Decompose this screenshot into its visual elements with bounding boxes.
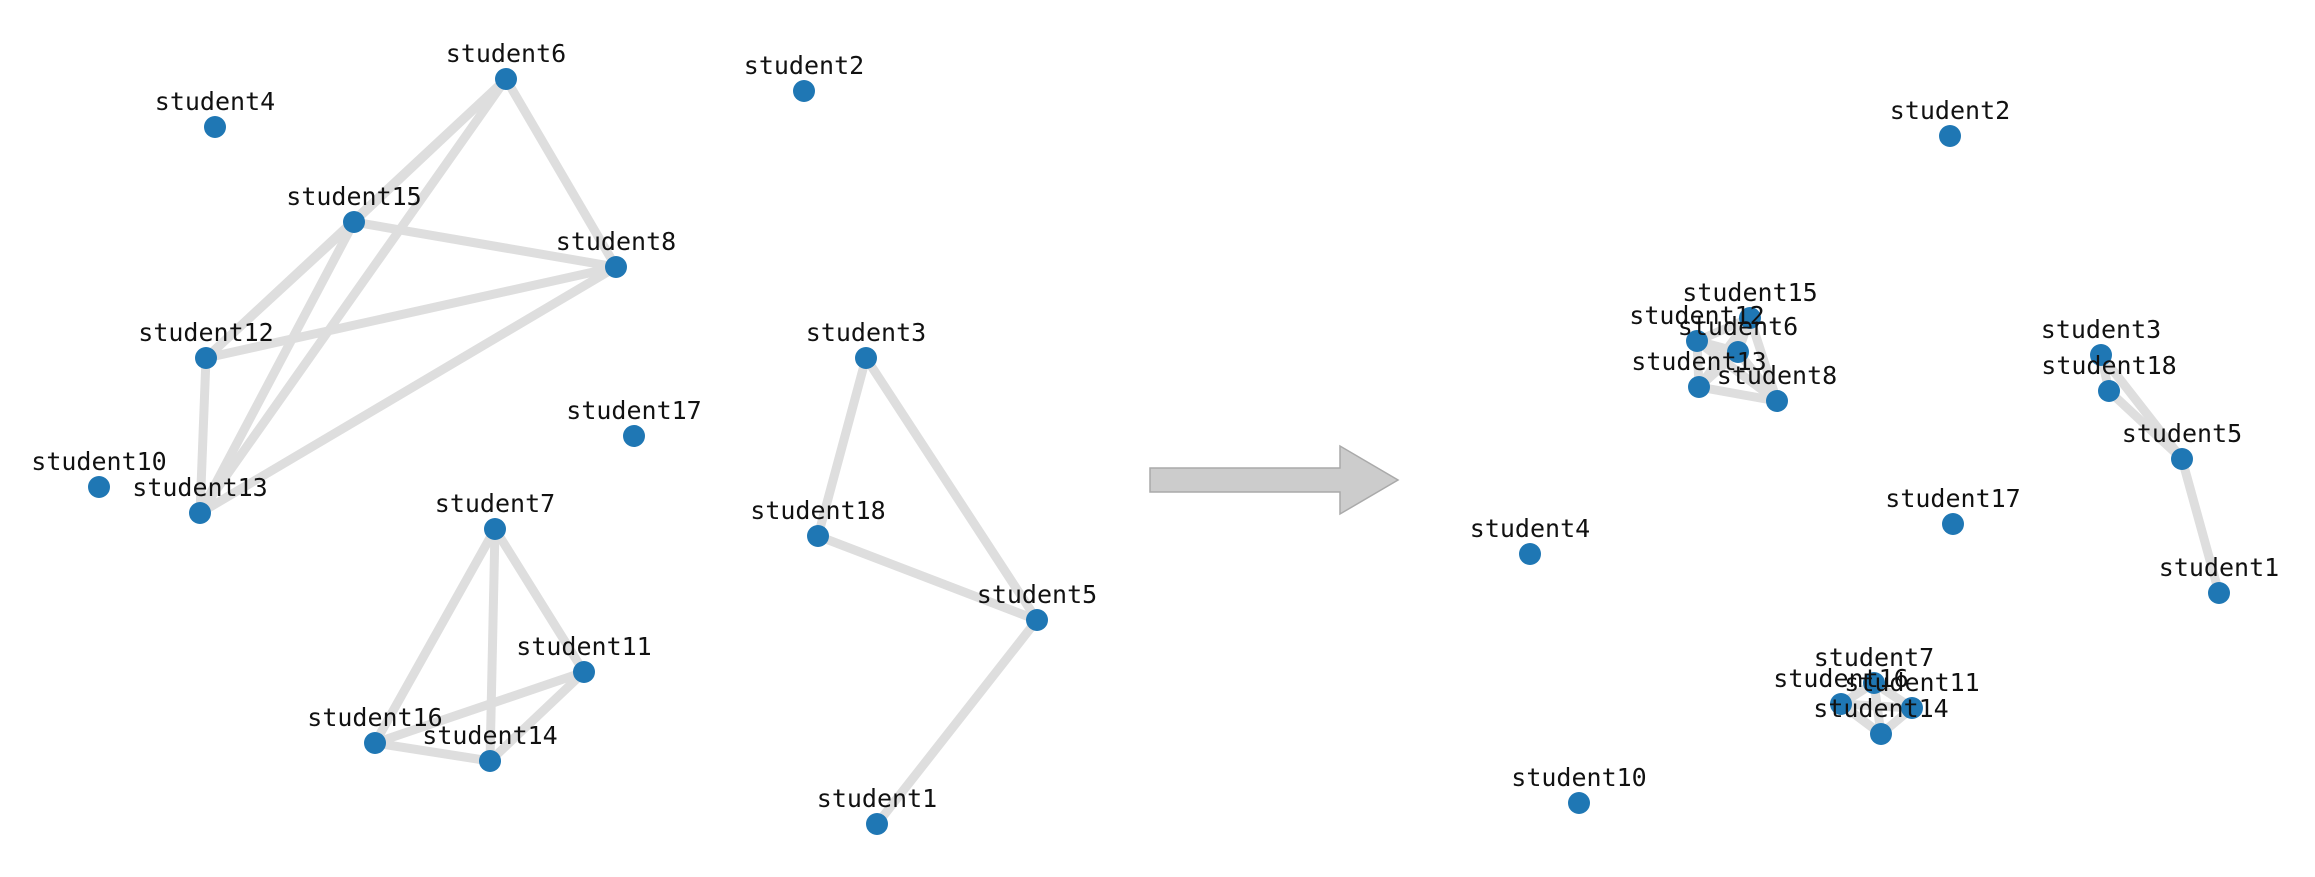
graph-before-nodes: student6 student2 student4 student15 student… (31, 39, 1097, 835)
before-node-student8 (605, 256, 627, 278)
before-node-student4 (204, 116, 226, 138)
after-node-student13 (1688, 376, 1710, 398)
after-node-student6 (1727, 341, 1749, 363)
before-edge-student3-student5 (861, 353, 1042, 625)
right-arrow-icon (1149, 444, 1400, 516)
before-node-student10 (88, 476, 110, 498)
after-node-label-student3: student3 (2041, 315, 2161, 344)
before-node-label-student1: student1 (817, 784, 937, 813)
after-node-label-student18: student18 (2041, 351, 2176, 380)
before-node-label-student18: student18 (750, 496, 885, 525)
graph-before-edges (195, 74, 1042, 829)
after-node-student7 (1863, 672, 1885, 694)
after-node-label-student11: student11 (1844, 668, 1979, 697)
after-edge-student18-student5 (2104, 386, 2187, 464)
after-node-label-student2: student2 (1890, 96, 2010, 125)
before-edge-student6-student13 (195, 74, 511, 518)
after-node-student12 (1686, 330, 1708, 352)
after-node-student18 (2098, 380, 2120, 402)
before-node-student2 (793, 80, 815, 102)
before-node-label-student2: student2 (744, 51, 864, 80)
after-node-label-student8: student8 (1717, 361, 1837, 390)
before-node-student18 (807, 525, 829, 547)
after-node-label-student13: student13 (1631, 347, 1766, 376)
before-edge-student7-student16 (370, 524, 500, 748)
after-node-label-student7: student7 (1814, 643, 1934, 672)
before-edge-student14-student11 (485, 667, 589, 766)
before-node-label-student4: student4 (155, 87, 275, 116)
after-node-label-student15: student15 (1682, 278, 1817, 307)
after-edge-student12-student8 (1692, 336, 1782, 406)
before-edge-student16-student14 (370, 738, 495, 766)
after-node-student4 (1519, 543, 1541, 565)
before-edge-student7-student11 (490, 524, 589, 677)
before-node-label-student14: student14 (422, 721, 557, 750)
after-node-student15 (1739, 307, 1761, 329)
before-node-student1 (866, 813, 888, 835)
before-edge-student15-student13 (195, 217, 359, 518)
before-edge-student5-student1 (872, 615, 1042, 829)
before-node-label-student17: student17 (566, 396, 701, 425)
before-node-student13 (189, 502, 211, 524)
before-node-label-student7: student7 (435, 489, 555, 518)
before-edge-student18-student5 (813, 531, 1042, 625)
before-node-label-student10: student10 (31, 447, 166, 476)
after-edge-student15-student8 (1745, 313, 1782, 406)
after-node-student11 (1901, 697, 1923, 719)
after-node-student8 (1766, 390, 1788, 412)
after-node-label-student12: student12 (1629, 301, 1764, 330)
after-node-label-student5: student5 (2122, 419, 2242, 448)
before-node-label-student12: student12 (138, 318, 273, 347)
before-node-label-student3: student3 (806, 318, 926, 347)
after-node-label-student10: student10 (1511, 763, 1646, 792)
before-node-label-student15: student15 (286, 182, 421, 211)
before-node-student7 (484, 518, 506, 540)
after-edge-student5-student1 (2177, 454, 2224, 598)
before-node-student3 (855, 347, 877, 369)
after-edge-student13-student8 (1694, 382, 1782, 406)
after-node-student14 (1870, 723, 1892, 745)
after-node-label-student16: student16 (1773, 664, 1908, 693)
after-node-student2 (1939, 125, 1961, 147)
after-node-student1 (2208, 582, 2230, 604)
before-edge-student13-student8 (195, 262, 621, 518)
after-node-student3 (2090, 344, 2112, 366)
before-node-student17 (623, 425, 645, 447)
after-node-label-student17: student17 (1885, 484, 2020, 513)
before-node-student14 (479, 750, 501, 772)
before-edge-student6-student8 (501, 74, 621, 272)
after-node-label-student6: student6 (1678, 312, 1798, 341)
after-node-label-student1: student1 (2159, 553, 2279, 582)
after-node-student5 (2171, 448, 2193, 470)
before-node-student5 (1026, 609, 1048, 631)
before-node-student11 (573, 661, 595, 683)
before-node-label-student11: student11 (516, 632, 651, 661)
before-edge-student16-student11 (370, 667, 589, 748)
before-node-label-student8: student8 (556, 227, 676, 256)
graph-before: student6 student2 student4 student15 student… (31, 39, 1097, 835)
before-edge-student3-student18 (813, 353, 871, 541)
before-edge-student7-student14 (485, 524, 500, 766)
before-node-label-student6: student6 (446, 39, 566, 68)
after-node-student17 (1942, 513, 1964, 535)
before-edge-student15-student8 (349, 217, 621, 272)
after-node-label-student4: student4 (1470, 514, 1590, 543)
after-node-student10 (1568, 792, 1590, 814)
before-node-student6 (495, 68, 517, 90)
before-node-label-student13: student13 (132, 473, 267, 502)
after-node-student16 (1830, 693, 1852, 715)
before-node-student12 (195, 347, 217, 369)
before-node-student16 (364, 732, 386, 754)
before-edge-student12-student13 (195, 353, 211, 518)
after-node-label-student14: student14 (1813, 694, 1948, 723)
after-edge-student16-student11 (1836, 699, 1917, 713)
before-edge-student15-student12 (201, 217, 359, 363)
before-node-student15 (343, 211, 365, 233)
before-edge-student12-student8 (201, 262, 621, 363)
before-node-label-student5: student5 (977, 580, 1097, 609)
before-node-label-student16: student16 (307, 703, 442, 732)
